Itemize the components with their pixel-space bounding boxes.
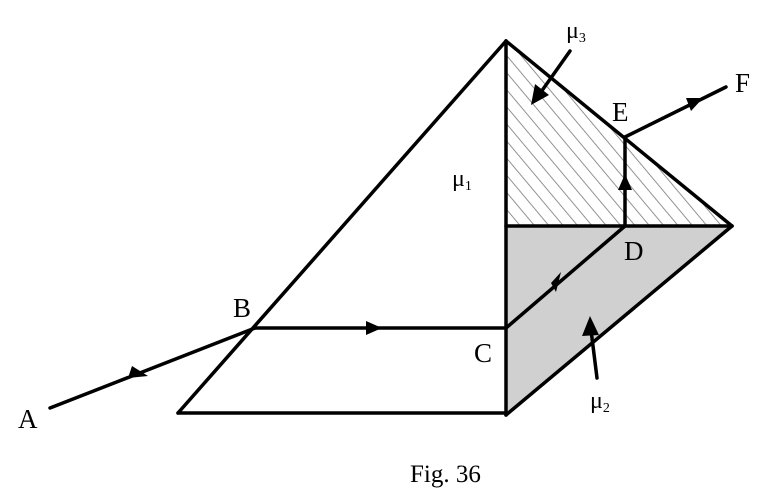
ray-arrow-cd — [551, 272, 561, 292]
ray-arrow-de — [618, 174, 632, 190]
point-label-a: A — [18, 404, 38, 434]
pointer-arrows — [531, 49, 599, 380]
ray-arrow-ef — [686, 98, 703, 111]
point-label-f: F — [735, 68, 750, 98]
medium-label-mu3: μ3 — [566, 18, 586, 46]
medium-label-mu2: μ2 — [590, 388, 610, 416]
ray-arrow-bc — [366, 321, 382, 335]
point-label-c: C — [474, 338, 492, 368]
prism-outline — [176, 39, 734, 417]
figure-caption: Fig. 36 — [410, 461, 481, 488]
point-label-e: E — [612, 97, 629, 127]
point-label-b: B — [233, 293, 251, 323]
point-label-d: D — [624, 236, 644, 266]
medium-label-mu1: μ1 — [452, 166, 472, 194]
light-ray — [48, 85, 728, 410]
ray-arrow-ab — [128, 366, 148, 378]
